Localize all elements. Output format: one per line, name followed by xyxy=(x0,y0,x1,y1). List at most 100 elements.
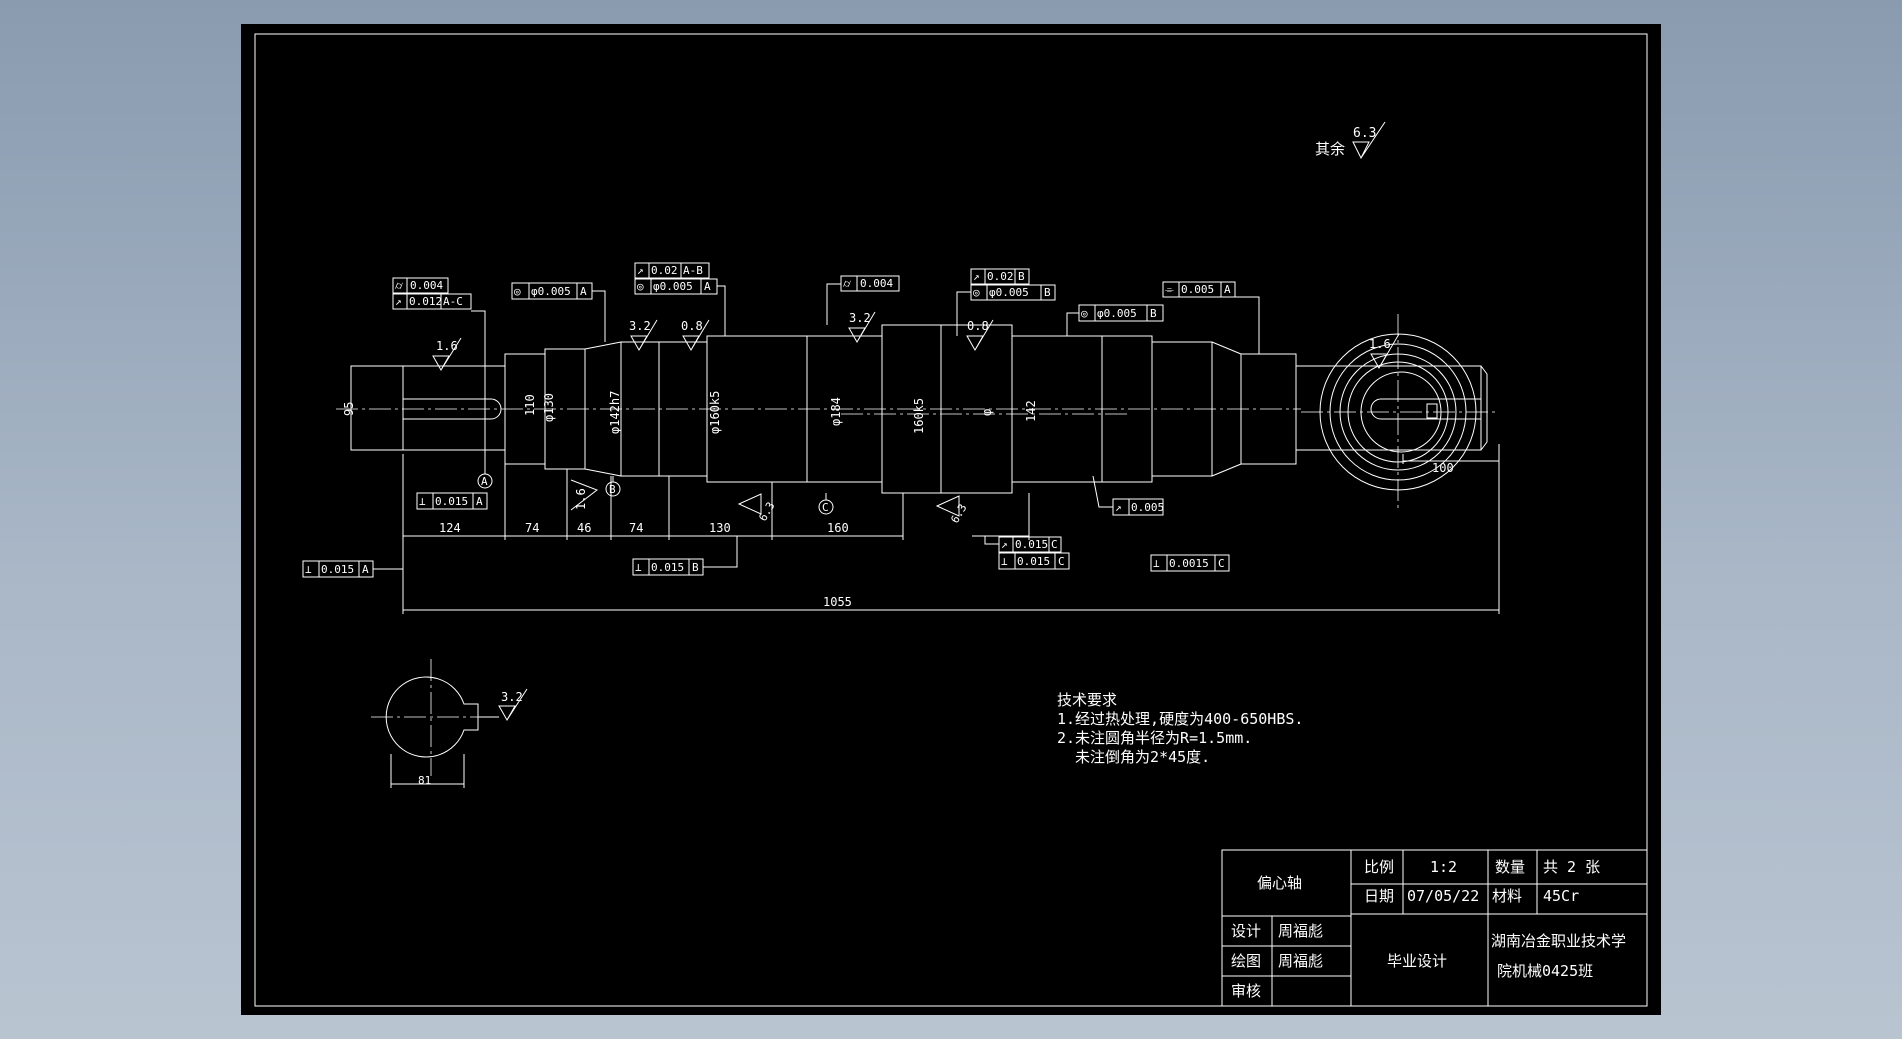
horizontal-dimensions: 124 74 46 74 130 160 100 1055 xyxy=(402,444,1500,614)
tol-frame-1: ↗ 0.012 A-C xyxy=(392,293,486,474)
roughness-symbol-icon xyxy=(682,319,710,352)
roughness-symbol-icon xyxy=(570,479,599,511)
shaft-main-view xyxy=(336,324,1488,494)
design-name: 周福彪 xyxy=(1278,922,1323,940)
svg-text:0.004: 0.004 xyxy=(410,279,443,292)
tol-frame-16: ↗ 0.005 xyxy=(1092,475,1164,516)
border-frame xyxy=(254,33,1648,1007)
roughness-symbol-icon xyxy=(966,319,994,352)
tol-frame-3: ↗ 0.02 A-B xyxy=(634,262,710,279)
dim-74b: 74 xyxy=(629,521,643,535)
svg-text:↗: ↗ xyxy=(973,270,980,283)
tol-frame-12: ⊥ 0.015 B xyxy=(632,536,738,576)
vertical-dimensions: 95 110 φ130 φ142h7 φ160k5 φ184 160k5 142… xyxy=(342,391,1038,434)
datum-a: A xyxy=(481,475,488,488)
svg-text:A-B: A-B xyxy=(683,264,703,277)
tol-frame-13: ↗ 0.015 C xyxy=(984,536,1062,553)
svg-text:C: C xyxy=(1058,555,1065,568)
cad-drawing: 其余 6.3 xyxy=(254,33,1648,1007)
dim-142h7: φ142h7 xyxy=(608,391,622,434)
tolerance-frames: ⌭ 0.004 ↗ 0.012 A-C ◎ φ0.005 A xyxy=(302,262,1260,578)
qty-label: 数量 xyxy=(1495,858,1525,876)
svg-text:φ0.005: φ0.005 xyxy=(531,285,571,298)
svg-text:B: B xyxy=(692,561,699,574)
svg-text:↗: ↗ xyxy=(1001,538,1008,551)
svg-text:A: A xyxy=(1224,283,1231,296)
dim-74a: 74 xyxy=(525,521,539,535)
tol-frame-0: ⌭ 0.004 xyxy=(392,277,449,294)
check-label: 审核 xyxy=(1231,982,1261,1000)
svg-text:⊥: ⊥ xyxy=(305,563,312,576)
roughness-label: 1.6 xyxy=(1369,337,1391,351)
svg-text:0.015: 0.015 xyxy=(435,495,468,508)
project-label: 毕业设计 xyxy=(1387,952,1447,970)
dim-160k5: φ160k5 xyxy=(708,391,722,434)
svg-text:φ0.005: φ0.005 xyxy=(653,280,693,293)
tol-frame-7: ◎ φ0.005 B xyxy=(956,284,1056,336)
school-line-2: 院机械0425班 xyxy=(1497,962,1593,980)
note-line-3: 未注倒角为2*45度. xyxy=(1057,748,1210,766)
svg-text:0.012: 0.012 xyxy=(409,295,442,308)
svg-text:⌯: ⌯ xyxy=(1165,283,1174,296)
svg-text:0.0015: 0.0015 xyxy=(1169,557,1209,570)
tol-frame-8: ◎ φ0.005 B xyxy=(1066,304,1164,336)
roughness-label: 3.2 xyxy=(849,311,871,325)
tol-frame-9: ⌯ 0.005 A xyxy=(1162,281,1260,354)
drawing-sheet: 其余 6.3 xyxy=(241,24,1661,1015)
roughness-label: 6.3 xyxy=(756,500,777,524)
roughness-symbol-icon xyxy=(935,495,960,517)
svg-text:⌭: ⌭ xyxy=(843,277,851,290)
svg-text:A: A xyxy=(704,280,711,293)
roughness-symbol-icon xyxy=(1352,121,1386,160)
svg-text:C: C xyxy=(1218,557,1225,570)
other-finish-label: 其余 xyxy=(1315,140,1345,158)
dim-100: 100 xyxy=(1432,461,1454,475)
roughness-label: 1.6 xyxy=(436,339,458,353)
school-line-1: 湖南冶金职业技术学 xyxy=(1491,932,1626,950)
svg-text:◎: ◎ xyxy=(973,286,980,299)
tol-frame-6: ↗ 0.02 B xyxy=(970,268,1030,285)
material-label: 材料 xyxy=(1492,887,1522,905)
draw-label: 绘图 xyxy=(1231,952,1261,970)
roughness-symbol-icon xyxy=(630,319,658,352)
dim-110: 110 xyxy=(523,394,537,416)
svg-text:↗: ↗ xyxy=(1115,501,1122,514)
tol-frame-2: ◎ φ0.005 A xyxy=(511,282,606,342)
shaft-end-view xyxy=(1301,314,1496,512)
scale-label: 比例 xyxy=(1364,858,1394,876)
roughness-label: 0.8 xyxy=(967,319,989,333)
svg-text:◎: ◎ xyxy=(514,285,521,298)
svg-text:◎: ◎ xyxy=(1081,307,1088,320)
svg-text:B: B xyxy=(1018,270,1025,283)
date-value: 07/05/22 xyxy=(1407,887,1479,905)
dim-1055: 1055 xyxy=(823,595,852,609)
dim-160: 160 xyxy=(827,521,849,535)
dim-124: 124 xyxy=(439,521,461,535)
svg-text:C: C xyxy=(1051,538,1058,551)
svg-text:B: B xyxy=(1150,307,1157,320)
svg-text:↗: ↗ xyxy=(637,264,644,277)
other-finish-value: 6.3 xyxy=(1353,126,1376,141)
dim-142: 142 xyxy=(1024,400,1038,422)
roughness-label: 0.8 xyxy=(681,319,703,333)
dim-184: φ184 xyxy=(829,397,843,426)
tol-frame-5: ⌭ 0.004 xyxy=(826,275,900,325)
svg-text:0.004: 0.004 xyxy=(860,277,893,290)
note-line-1: 1.经过热处理,硬度为400-650HBS. xyxy=(1057,710,1303,728)
tol-frame-11: ⊥ 0.015 A xyxy=(302,560,403,578)
tol-frame-15: ⊥ 0.0015 C xyxy=(1150,554,1230,572)
dim-95: 95 xyxy=(342,402,356,416)
scale-value: 1:2 xyxy=(1430,858,1457,876)
svg-text:A: A xyxy=(476,495,483,508)
svg-text:0.015: 0.015 xyxy=(321,563,354,576)
key-section-view: 81 3.2 xyxy=(371,659,528,788)
date-label: 日期 xyxy=(1364,887,1394,905)
roughness-symbol-icon xyxy=(498,688,528,722)
svg-text:B: B xyxy=(1044,286,1051,299)
datum-markers: A B C xyxy=(477,464,834,515)
roughness-symbol-icon xyxy=(848,311,876,344)
qty-value: 共 2 张 xyxy=(1543,858,1600,876)
roughness-label: 3.2 xyxy=(629,319,651,333)
dim-46: 46 xyxy=(577,521,591,535)
svg-text:A: A xyxy=(580,285,587,298)
